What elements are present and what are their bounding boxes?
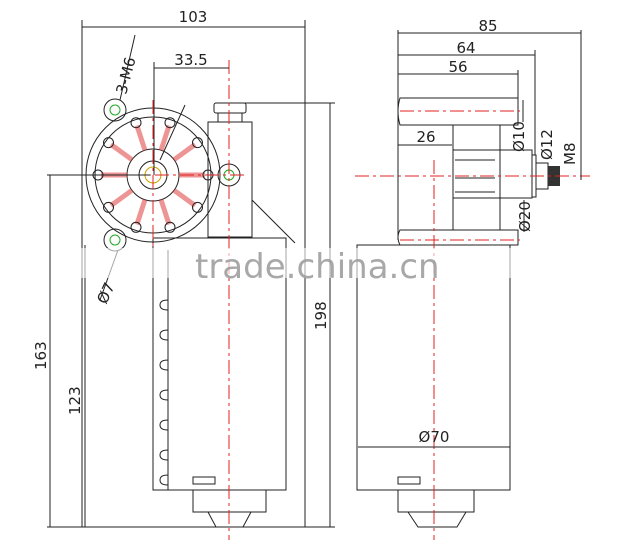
gear-knob	[130, 117, 142, 129]
gear-spoke	[134, 198, 148, 226]
dim-depth-total: 85	[478, 17, 497, 35]
watermark: trade.china.cn	[195, 247, 440, 287]
label-slot	[397, 476, 421, 485]
threaded-shaft	[548, 166, 560, 186]
dim-motor-diameter: Ø70	[419, 428, 450, 446]
gear-spoke	[158, 124, 172, 152]
dim-shaft-offset: 33.5	[174, 51, 207, 69]
dim-shaft-diameter: Ø12	[538, 129, 556, 160]
gear-knob	[103, 137, 115, 149]
end-cone	[407, 511, 467, 528]
gear-knob	[103, 201, 115, 213]
dim-height-mount: 123	[66, 386, 84, 415]
dim-depth-body: 26	[416, 128, 435, 146]
side-view: 85 64 56 26 Ø10 Ø12 M8 Ø20 Ø70	[355, 17, 590, 540]
gear-knob	[191, 137, 203, 149]
dim-height-center: 163	[32, 341, 50, 370]
gear-spoke	[109, 142, 134, 162]
gear-knob	[164, 221, 176, 233]
dim-width: 103	[179, 8, 208, 26]
gear-spoke	[134, 124, 148, 152]
dim-thread: M8	[561, 143, 579, 166]
gear-knob	[164, 117, 176, 129]
thread-label: 3-M6	[112, 55, 139, 96]
dim-hub-diameter: Ø20	[516, 201, 534, 232]
shaft-nut	[213, 102, 247, 114]
dim-depth-gearbox: 56	[448, 58, 467, 76]
bottom-boss	[397, 229, 519, 246]
dim-height-total: 198	[312, 301, 330, 330]
label-slot	[192, 476, 216, 485]
hole-label: Ø7	[93, 280, 118, 307]
gear-spoke	[109, 188, 134, 208]
front-view: 103 33.5 3-M6 198 163 123 Ø7	[32, 8, 335, 540]
gear-spoke	[172, 142, 197, 162]
end-cap	[397, 489, 475, 513]
gear-spoke	[158, 198, 172, 226]
gear-knob	[191, 201, 203, 213]
dim-depth-flange: 64	[456, 39, 475, 57]
gear-knob	[130, 221, 142, 233]
dim-boss-diameter: Ø10	[510, 121, 528, 152]
gear-spoke	[172, 188, 197, 208]
vent-slots	[159, 250, 169, 490]
